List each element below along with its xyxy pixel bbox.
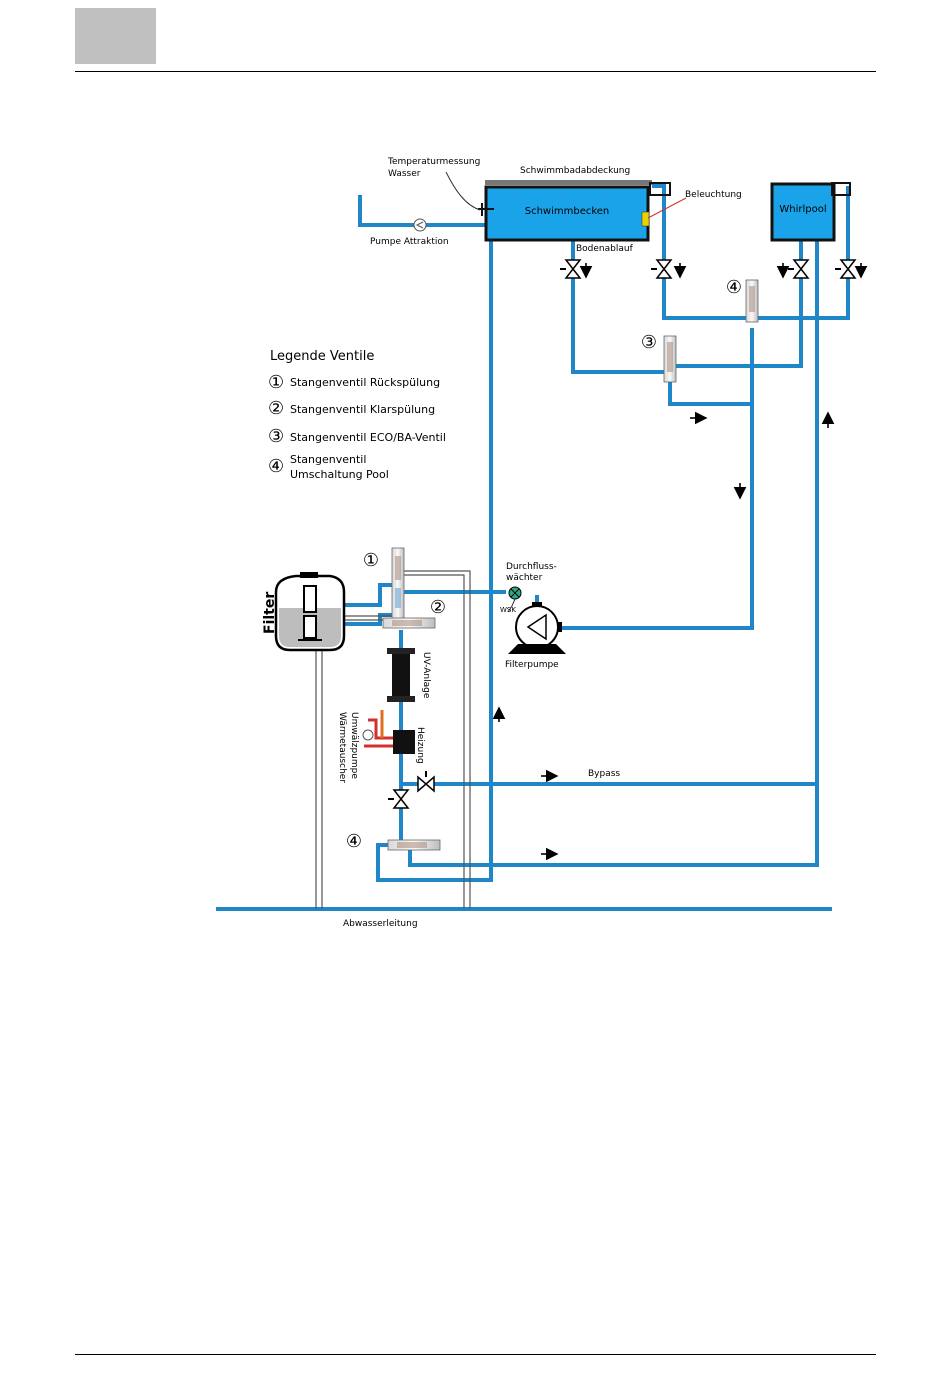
valve-2-marker: ② (430, 597, 446, 618)
sand-filter (274, 572, 346, 652)
flow-arrows (492, 263, 868, 861)
circ-pump-label-1: Umwälzpumpe (349, 712, 359, 779)
valve-legend: Legende Ventile ① Stangenventil Rückspül… (268, 349, 446, 481)
valve-handles (388, 268, 841, 800)
footer-rule (75, 1354, 876, 1355)
filter-pump-label: Filterpumpe (505, 660, 559, 670)
pool-label: Schwimmbecken (525, 206, 610, 217)
header-rule (75, 71, 876, 72)
whirlpool-label: Whirlpool (779, 204, 826, 215)
legend-text-4b: Umschaltung Pool (290, 468, 389, 481)
uv-label: UV-Anlage (421, 652, 431, 699)
legend-num-4: ④ (268, 456, 284, 477)
whirlpool (770, 182, 851, 242)
legend-num-1: ① (268, 372, 284, 393)
pump-attraction-label: Pumpe Attraktion (370, 237, 449, 247)
temp-label-1: Temperaturmessung (387, 157, 480, 167)
filter-pump (508, 602, 566, 654)
legend-num-3: ③ (268, 426, 284, 447)
legend-text-2: Stangenventil Klarspülung (290, 403, 435, 416)
legend-num-2: ② (268, 398, 284, 419)
legend-text-4: Stangenventil (290, 453, 366, 466)
flow-switch (507, 586, 522, 613)
valve-3-marker: ③ (641, 332, 657, 353)
temp-label-2: Wasser (388, 169, 421, 179)
valve-1-marker: ① (363, 550, 379, 571)
header-gray-box (75, 8, 156, 64)
floor-drain-label: Bodenablauf (576, 244, 634, 254)
uv-system (387, 648, 415, 702)
heating-label: Heizung (415, 727, 425, 764)
valve-4-top-marker: ④ (726, 277, 742, 298)
valve-4-bottom-marker: ④ (346, 831, 362, 852)
rod-valve-4-bottom (387, 839, 441, 851)
ball-valves (392, 259, 857, 809)
bypass-label: Bypass (588, 769, 620, 779)
pipe-network (216, 184, 850, 911)
heater (362, 710, 415, 754)
legend-text-1: Stangenventil Rückspülung (290, 376, 440, 389)
rod-valve-2 (382, 617, 436, 629)
legend-text-3: Stangenventil ECO/BA-Ventil (290, 431, 446, 444)
wsk-label: WSK (500, 606, 516, 614)
rod-valve-1 (391, 547, 405, 621)
circ-pump-label-2: Wärmetauscher (337, 712, 347, 783)
filter-label: Filter (262, 592, 278, 634)
swimming-pool (478, 180, 671, 242)
flow-switch-label-1: Durchfluss- (506, 562, 557, 572)
rod-valve-4-top (745, 279, 759, 323)
light-label: Beleuchtung (685, 190, 742, 200)
flow-switch-label-2: wächter (506, 573, 543, 583)
cover-label: Schwimmbadabdeckung (520, 166, 630, 176)
drain-line-label: Abwasserleitung (343, 919, 418, 929)
legend-title: Legende Ventile (270, 349, 374, 364)
rod-valve-3 (663, 335, 677, 383)
